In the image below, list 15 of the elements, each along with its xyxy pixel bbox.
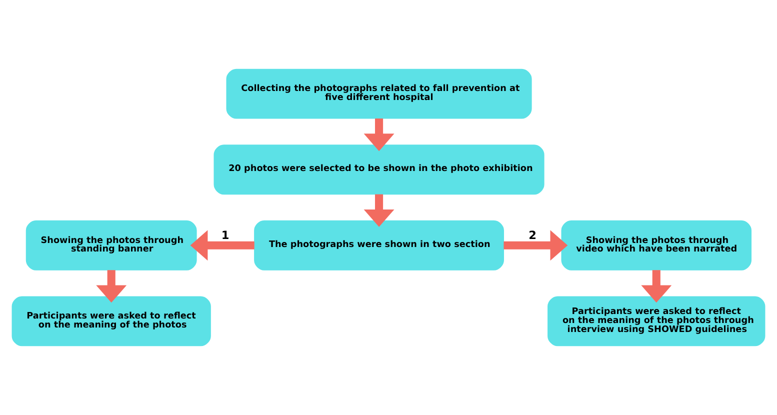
edge-label: 2 [528, 229, 536, 242]
arrow [96, 270, 127, 303]
arrow [641, 270, 672, 303]
node-box: Collecting the photographs related to fall prevention at five different hospital [226, 68, 532, 119]
node-box: The photographs were shown in two section [254, 220, 504, 270]
arrow [190, 230, 254, 261]
node-box: Showing the photos through standing banner [26, 220, 197, 270]
arrow [364, 118, 394, 152]
node-box: 20 photos were selected to be shown in the photo exhibition [214, 144, 544, 195]
node-box: Showing the photos through video which have been narrated [561, 220, 752, 270]
arrow [364, 194, 394, 227]
node-box: Participants were asked to reflect on the meaning of the photos through interview using SHOWED guidelines [548, 296, 766, 346]
node-box: Participants were asked to reflect on the meaning of the photos [12, 296, 211, 346]
arrow [504, 230, 568, 261]
edge-label: 1 [221, 229, 230, 242]
